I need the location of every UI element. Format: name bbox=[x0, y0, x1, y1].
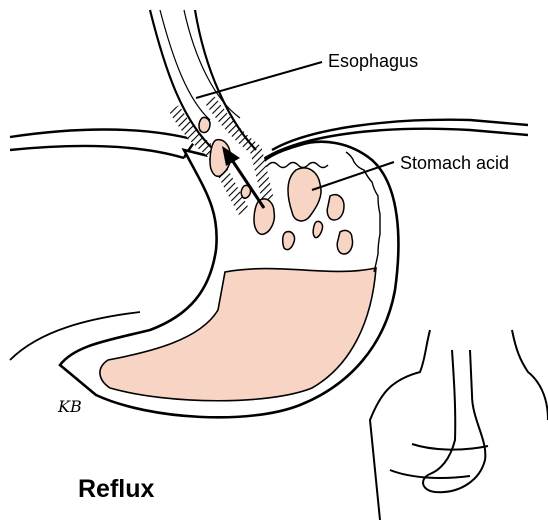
diagram-title: Reflux bbox=[78, 475, 154, 504]
artist-signature: KB bbox=[58, 397, 82, 416]
torso-inset bbox=[370, 330, 548, 520]
esophagus-label: Esophagus bbox=[328, 51, 418, 72]
stomach-acid-label: Stomach acid bbox=[400, 153, 509, 174]
diaphragm-left bbox=[10, 130, 196, 159]
